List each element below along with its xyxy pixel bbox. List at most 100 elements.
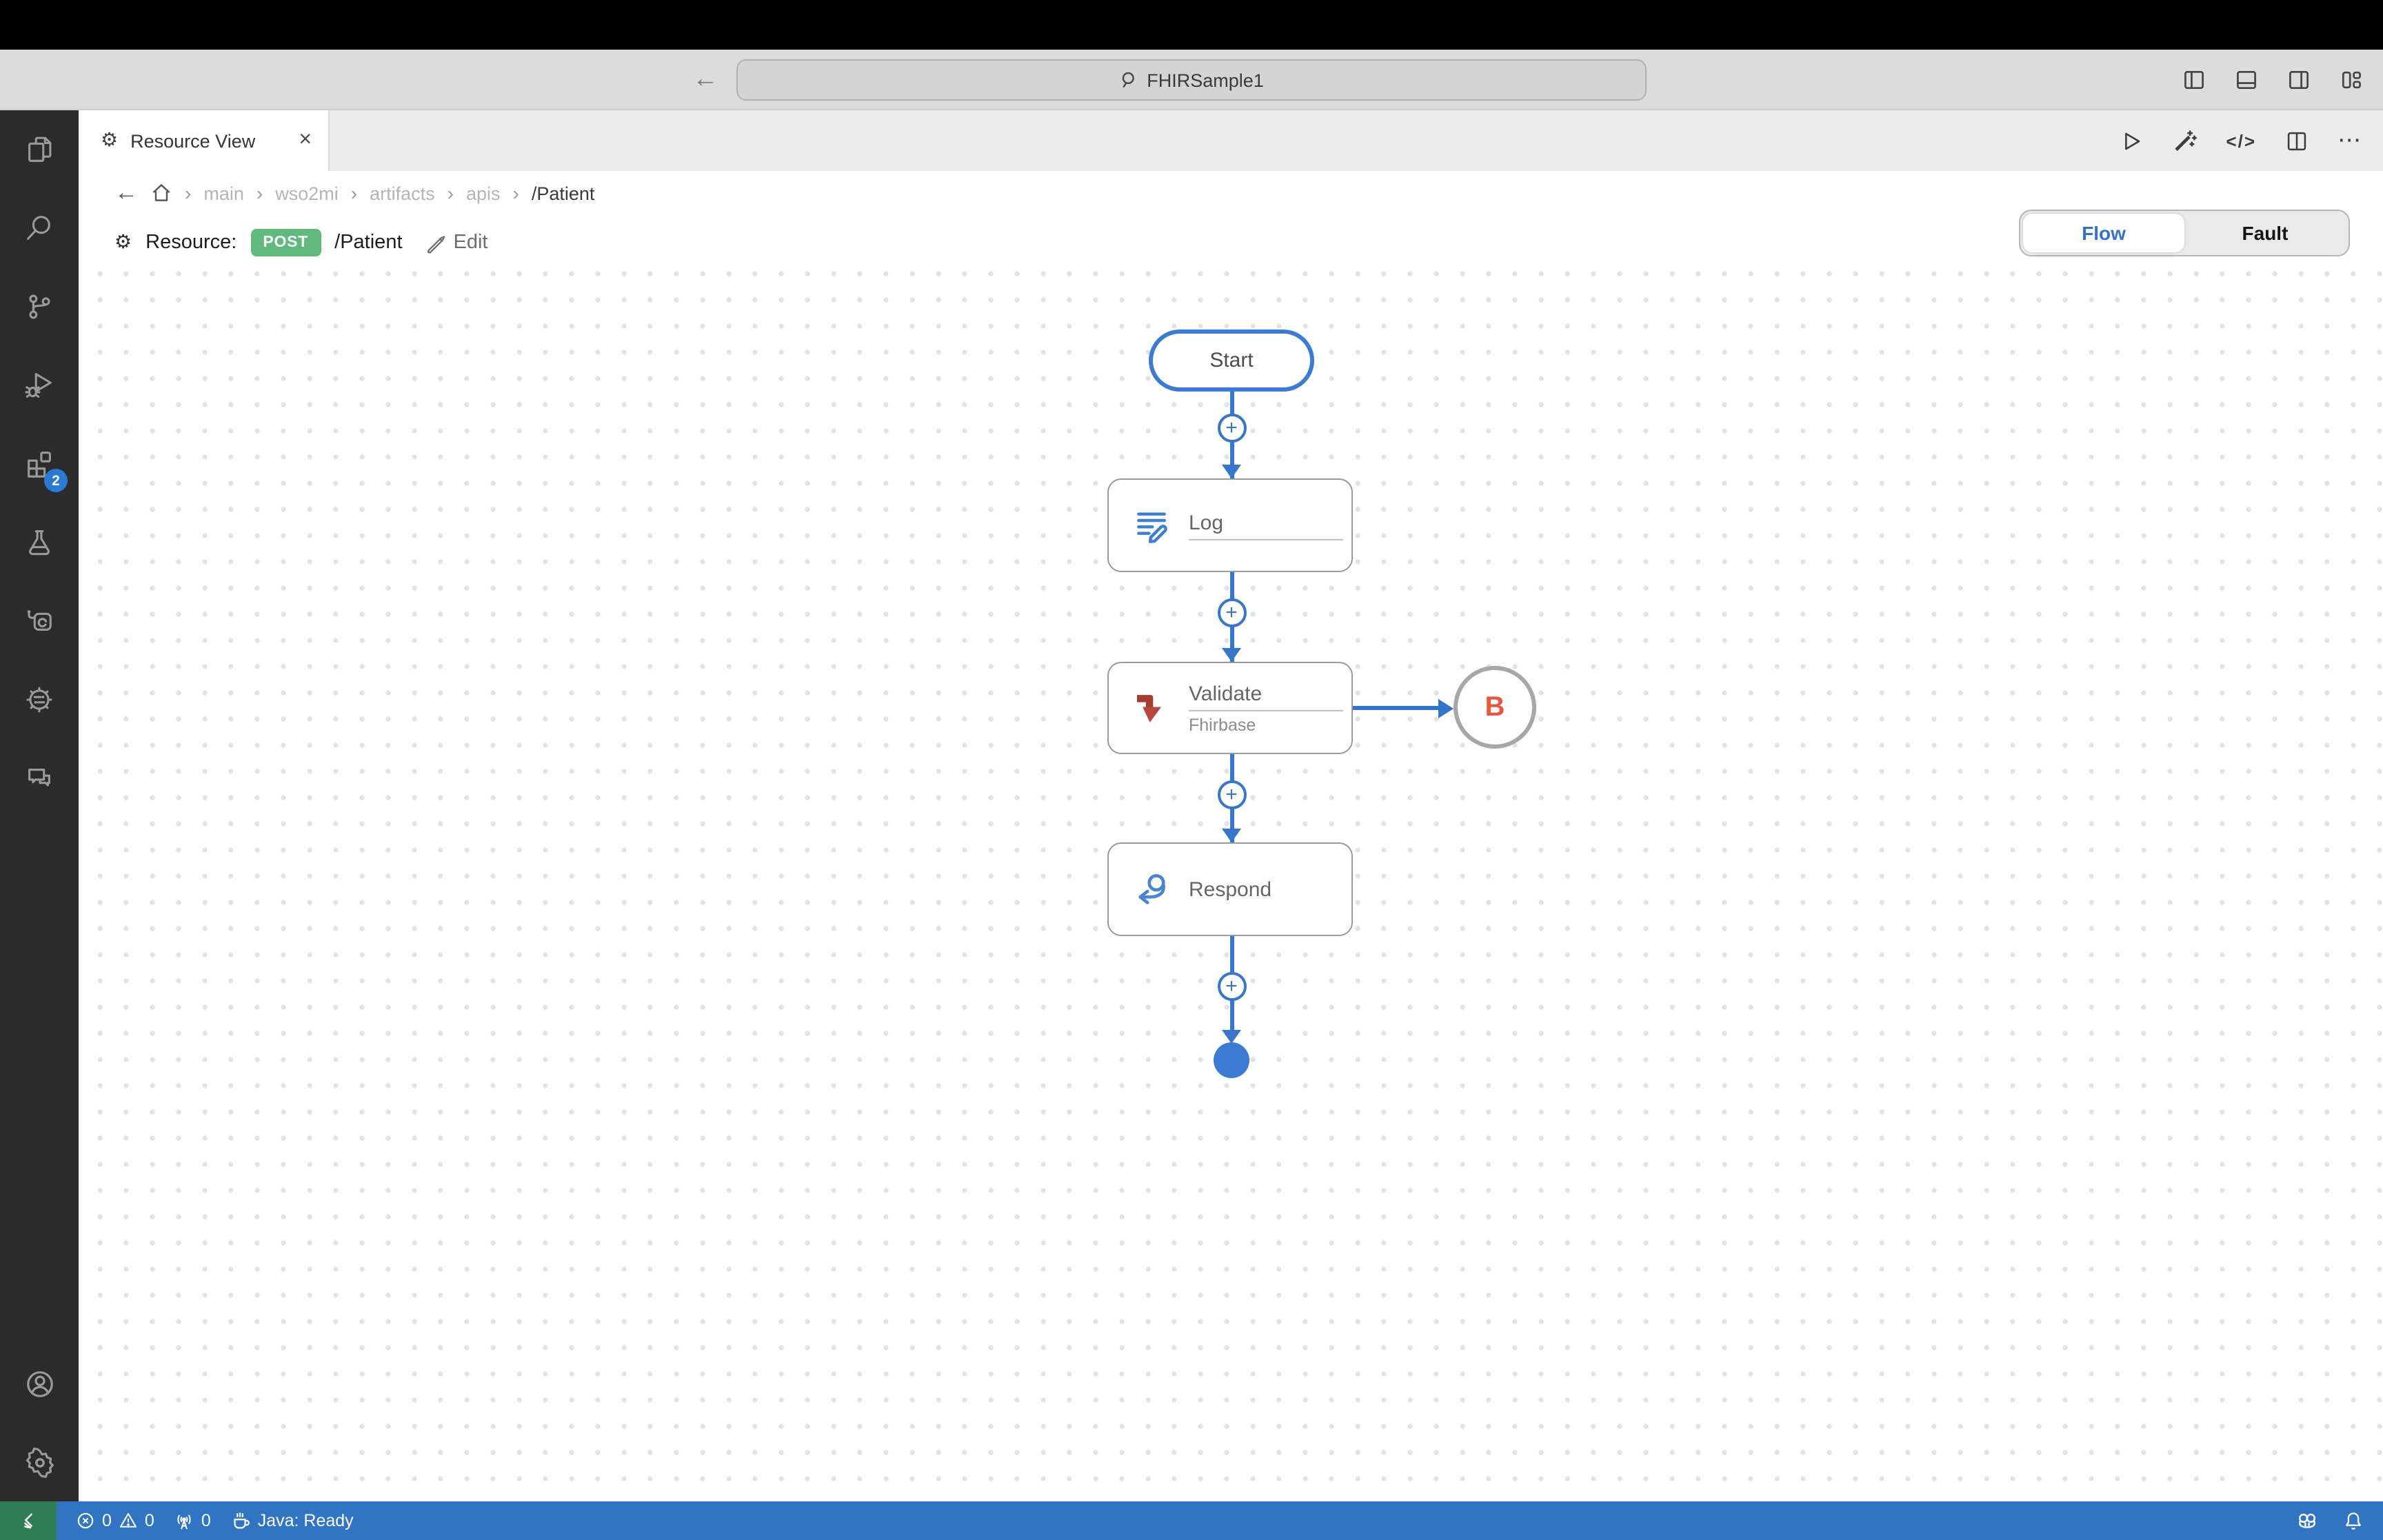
end-node	[1214, 1042, 1249, 1078]
remote-icon	[24, 1512, 32, 1528]
notifications-button[interactable]	[2343, 1510, 2364, 1531]
sidebar-item-search[interactable]	[0, 189, 79, 267]
breadcrumb-item-wso2mi[interactable]: wso2mi	[275, 183, 339, 203]
sidebar-item-testing[interactable]	[0, 503, 79, 582]
sidebar-item-comments[interactable]	[0, 739, 79, 818]
source-control-icon	[29, 294, 50, 319]
copilot-icon	[2298, 1513, 2316, 1528]
extensions-badge: 2	[44, 469, 68, 492]
more-actions-icon[interactable]: ⋯	[2337, 127, 2364, 153]
account-icon	[26, 1370, 52, 1397]
customize-layout-icon[interactable]	[2339, 67, 2364, 92]
toggle-flow-button[interactable]: Flow	[2023, 214, 2184, 252]
status-bar-right	[2295, 1501, 2364, 1540]
sidebar-item-account[interactable]	[0, 1344, 79, 1423]
arrow-down-icon	[1222, 829, 1241, 842]
branch-endpoint-badge[interactable]: B	[1454, 666, 1536, 749]
node-field: Respond	[1189, 878, 1343, 901]
breadcrumb-item-main[interactable]: main	[203, 183, 244, 203]
start-node[interactable]: Start	[1149, 330, 1314, 392]
problems-indicator[interactable]: 0 0	[76, 1511, 154, 1530]
node-respond[interactable]: Respond	[1107, 842, 1353, 936]
flask-icon	[29, 530, 50, 556]
layout-controls	[2182, 50, 2364, 109]
extensions-icon	[28, 452, 51, 478]
error-icon	[77, 1512, 94, 1529]
toggle-panel-icon[interactable]	[2234, 67, 2259, 92]
toggle-primary-sidebar-icon[interactable]	[2182, 67, 2206, 92]
home-icon[interactable]	[150, 182, 172, 204]
resource-label: Resource:	[145, 232, 237, 254]
magic-wand-icon[interactable]	[2172, 128, 2198, 153]
menu-bar-strip	[0, 0, 2383, 50]
tab-bar: ⚙ Resource View × </> ⋯	[79, 110, 2383, 171]
editor-actions: </> ⋯	[2120, 110, 2364, 171]
sidebar-item-micro-integrator[interactable]	[0, 660, 79, 739]
ports-indicator[interactable]: 0	[174, 1510, 211, 1531]
node-title: Respond	[1189, 878, 1272, 901]
breadcrumb-item-artifacts[interactable]: artifacts	[370, 183, 435, 203]
settings-gear-icon	[25, 1446, 53, 1477]
split-editor-icon[interactable]	[2285, 129, 2309, 152]
chevron-right-icon: ›	[350, 182, 358, 204]
add-mediator-button[interactable]: +	[1217, 780, 1246, 809]
method-badge: POST	[250, 229, 321, 256]
radio-tower-icon	[177, 1514, 191, 1529]
java-status[interactable]: Java: Ready	[230, 1510, 354, 1531]
add-mediator-button[interactable]: +	[1217, 413, 1246, 442]
coffee-cup-icon	[234, 1512, 250, 1528]
breadcrumb-item-apis[interactable]: apis	[465, 183, 501, 203]
node-field: Log	[1189, 511, 1343, 540]
add-mediator-button[interactable]: +	[1217, 598, 1246, 627]
toggle-secondary-sidebar-icon[interactable]	[2286, 67, 2311, 92]
tab-title: Resource View	[130, 130, 256, 151]
chevron-right-icon: ›	[256, 182, 263, 204]
chevron-right-icon: ›	[447, 182, 454, 204]
pencil-icon	[427, 236, 445, 254]
back-arrow-icon[interactable]: ←	[692, 65, 718, 94]
editor-area: ⚙ Resource View × </> ⋯ ← ›	[79, 110, 2383, 1501]
validate-icon	[1137, 694, 1161, 722]
sidebar-item-run-debug[interactable]	[0, 346, 79, 425]
search-icon	[1121, 72, 1134, 88]
copilot-camera-icon	[27, 610, 52, 631]
search-title-text: FHIRSample1	[1147, 70, 1264, 90]
node-title: Validate	[1189, 682, 1343, 711]
run-icon[interactable]	[2120, 129, 2143, 152]
add-mediator-button[interactable]: +	[1217, 971, 1246, 1000]
ports-count: 0	[201, 1511, 211, 1530]
sidebar-item-explorer[interactable]	[0, 110, 79, 189]
resource-gear-icon: ⚙	[114, 232, 132, 254]
arrow-right-icon	[1438, 698, 1454, 718]
edit-resource-button[interactable]: Edit	[425, 232, 488, 254]
node-field: Validate Fhirbase	[1189, 682, 1343, 734]
show-source-icon[interactable]: </>	[2226, 130, 2256, 151]
bell-icon	[2346, 1512, 2361, 1529]
error-count: 0	[102, 1511, 112, 1530]
node-title: Log	[1189, 511, 1343, 540]
window-search-box[interactable]: FHIRSample1	[736, 59, 1647, 101]
node-log[interactable]: Log	[1107, 478, 1353, 572]
sidebar-item-extensions[interactable]: 2	[0, 425, 79, 503]
java-status-text: Java: Ready	[257, 1511, 354, 1530]
sidebar-item-settings[interactable]	[0, 1423, 79, 1501]
chevron-right-icon: ›	[512, 182, 519, 204]
run-debug-icon	[25, 373, 52, 398]
sidebar-item-mi-copilot[interactable]	[0, 582, 79, 660]
resource-header: ⚙ Resource: POST /Patient Edit Flow Faul…	[79, 210, 2383, 270]
activity-bar: 2	[0, 110, 79, 1501]
respond-icon	[1138, 874, 1165, 904]
sidebar-item-source-control[interactable]	[0, 267, 79, 346]
title-bar: ← → FHIRSample1	[0, 50, 2383, 110]
breadcrumb-back-icon[interactable]: ←	[114, 179, 138, 205]
remote-indicator[interactable]	[0, 1501, 57, 1540]
copilot-status-button[interactable]	[2295, 1510, 2320, 1532]
tab-close-icon[interactable]: ×	[299, 128, 312, 152]
tab-resource-view[interactable]: ⚙ Resource View ×	[79, 110, 330, 171]
warning-count: 0	[144, 1511, 154, 1530]
flow-diagram-canvas[interactable]: Start + Log +	[79, 270, 2383, 1501]
node-validate[interactable]: Validate Fhirbase	[1107, 662, 1353, 754]
status-bar: 0 0 0 Java: Ready	[0, 1501, 2383, 1540]
toggle-fault-button[interactable]: Fault	[2242, 222, 2289, 244]
